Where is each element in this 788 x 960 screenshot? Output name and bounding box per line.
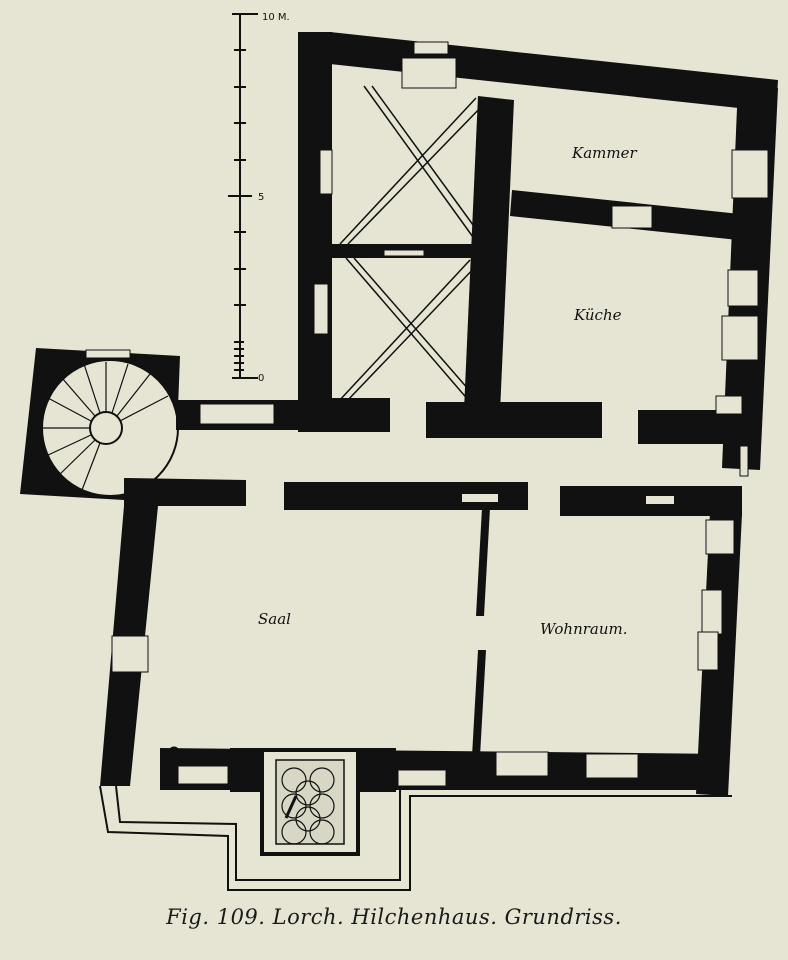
south-wing-windows <box>111 519 735 787</box>
scale-label-mid: 5 <box>258 192 264 203</box>
room-label-saal: Saal <box>258 610 291 628</box>
scale-label-top: 10 M. <box>262 12 290 23</box>
corridor-walls <box>124 400 742 520</box>
scale-label-bottom: 0 <box>258 373 264 384</box>
south-wing-walls <box>100 506 742 796</box>
vault-ribs <box>337 85 485 403</box>
figure-caption: Fig. 109. Lorch. Hilchenhaus. Grundriss. <box>166 905 622 929</box>
scale-bar <box>228 13 258 379</box>
room-label-wohnraum: Wohnraum. <box>540 620 628 638</box>
north-wing-walls <box>298 32 778 470</box>
stair-tower <box>20 348 180 500</box>
terrace-outline <box>99 785 732 891</box>
room-label-kammer: Kammer <box>571 144 637 162</box>
entrance-porch <box>260 748 360 856</box>
north-wing-windows <box>313 41 769 477</box>
room-label-kueche: Küche <box>573 306 622 324</box>
